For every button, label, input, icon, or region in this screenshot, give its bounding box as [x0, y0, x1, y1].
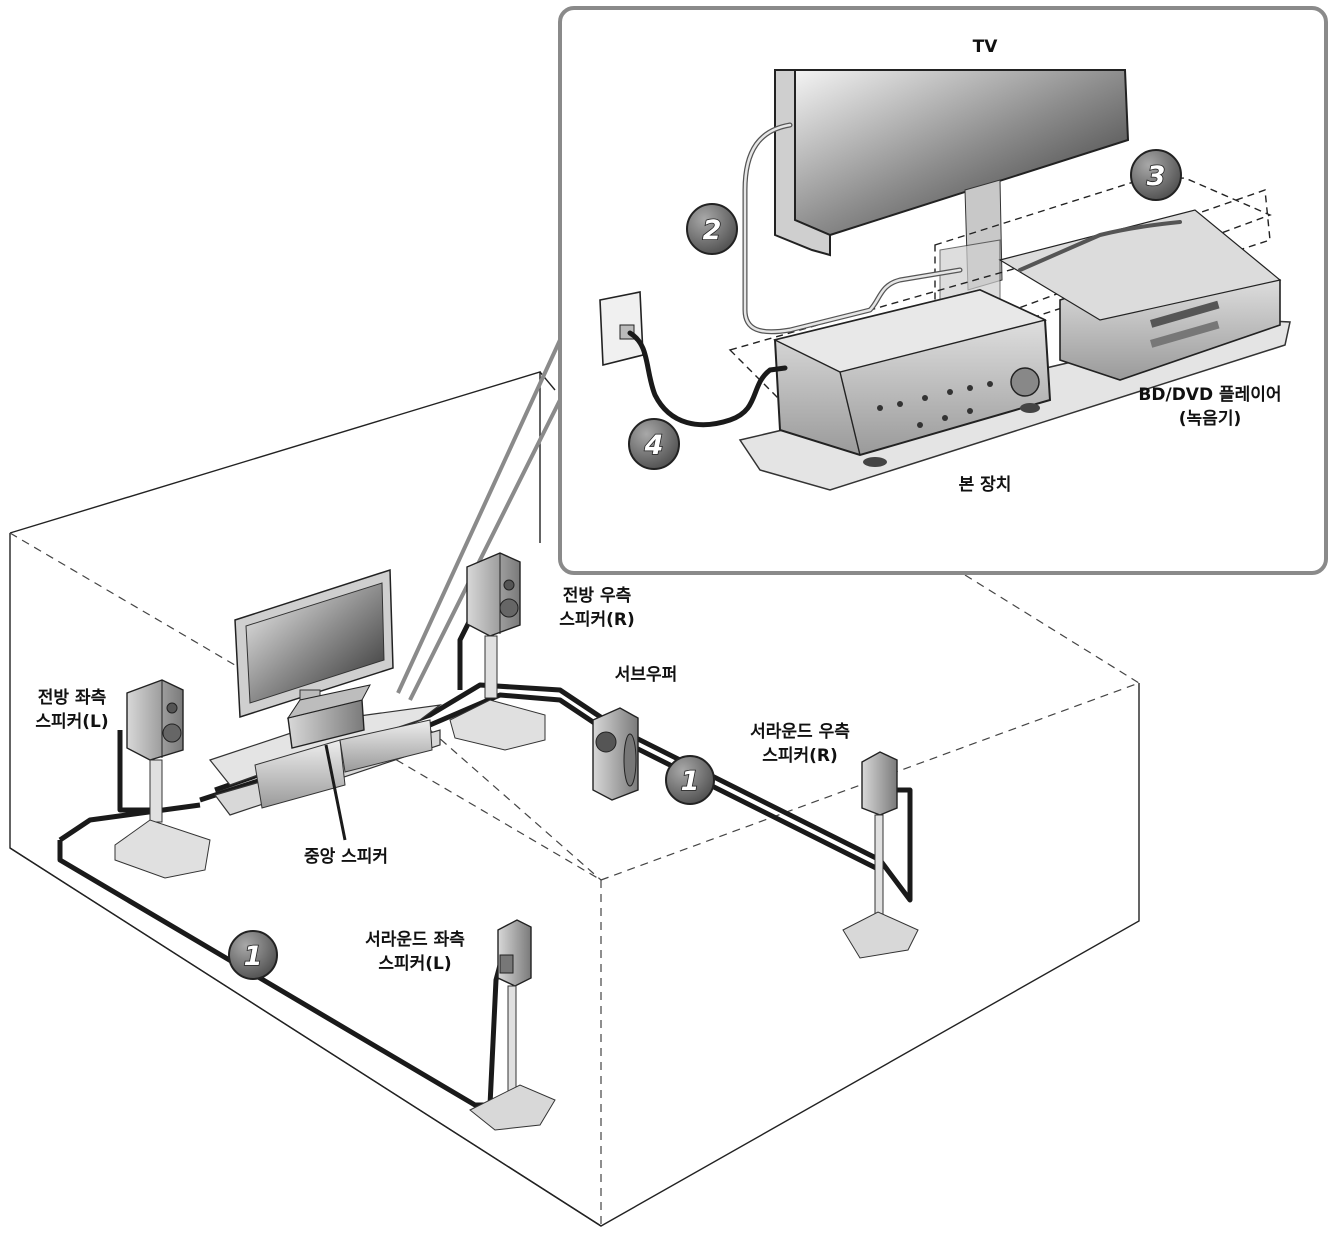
surround-right-speaker: [842, 751, 919, 959]
zoom-bd-player: [998, 209, 1282, 381]
label-front-right-line1: 전방 우측: [563, 586, 632, 606]
front-right-speaker: [449, 552, 546, 751]
label-front-left-line1: 전방 좌측: [38, 688, 107, 708]
svg-text:4: 4: [644, 430, 664, 461]
label-tv: TV: [973, 37, 999, 57]
svg-text:1: 1: [681, 766, 700, 797]
label-front-left-line2: 스피커(L): [35, 712, 108, 732]
step-badge-4: 4: [628, 418, 680, 470]
room-tv: [234, 568, 394, 719]
label-player-line1: BD/DVD 플레이어: [1138, 385, 1281, 405]
label-surround-left-line2: 스피커(L): [378, 954, 451, 974]
label-front-right-line2: 스피커(R): [559, 610, 635, 630]
label-player-line2: (녹음기): [1179, 409, 1241, 429]
step-badge-3: 3: [1130, 149, 1182, 201]
label-main-unit: 본 장치: [959, 475, 1012, 495]
label-subwoofer: 서브우퍼: [615, 665, 678, 685]
step-badge-1a: 1: [665, 755, 715, 805]
step-badge-2: 2: [686, 203, 738, 255]
label-center-speaker: 중앙 스피커: [304, 847, 388, 867]
subwoofer: [592, 707, 639, 801]
zoom-main-unit: [772, 288, 1052, 467]
wall-outlet: [599, 291, 644, 367]
surround-left-speaker: [469, 919, 556, 1131]
svg-text:2: 2: [703, 215, 722, 246]
svg-text:3: 3: [1147, 161, 1166, 192]
step-badge-1b: 1: [228, 930, 278, 980]
room-hidden-edges: [9, 532, 1140, 1226]
center-speaker: [286, 684, 371, 841]
room-rack: [208, 704, 443, 816]
label-surround-left-line1: 서라운드 좌측: [365, 930, 465, 950]
label-surround-right-line2: 스피커(R): [762, 746, 838, 766]
svg-text:1: 1: [244, 941, 263, 972]
room-outline: [9, 371, 1140, 1227]
callout-lines: [396, 339, 562, 701]
front-left-speaker: [114, 679, 211, 879]
zoom-cables: [627, 122, 1182, 428]
label-surround-right-line1: 서라운드 우측: [750, 722, 850, 742]
